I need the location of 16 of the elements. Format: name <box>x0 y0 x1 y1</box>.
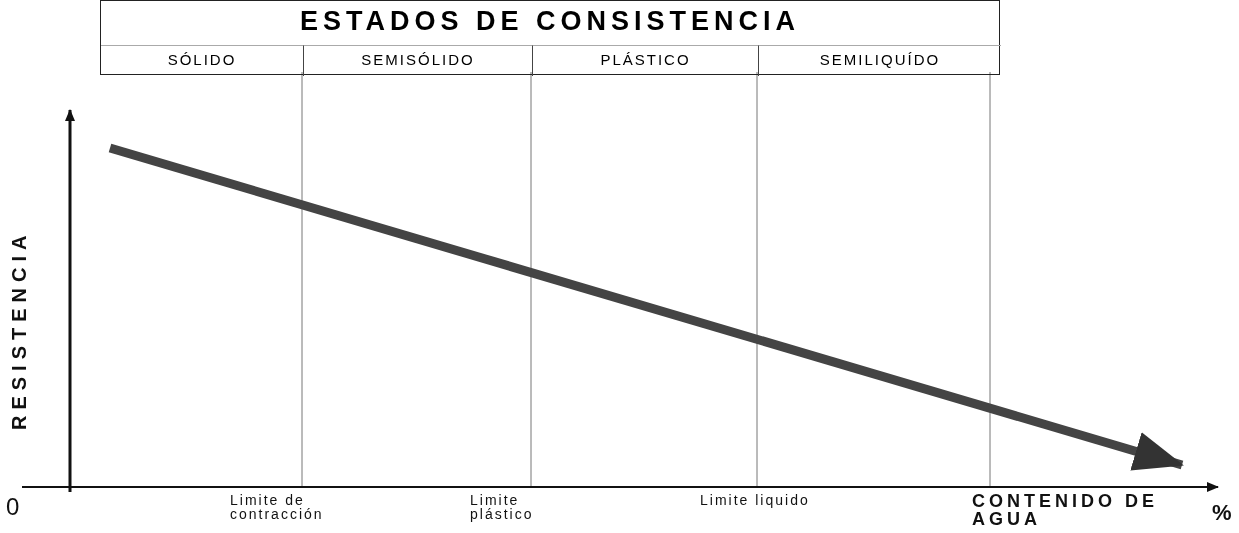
unit-label: % <box>1212 500 1232 526</box>
header-title: ESTADOS DE CONSISTENCIA <box>298 6 801 37</box>
limit-label: Limite liquido <box>700 493 810 507</box>
state-label: SEMILIQUÍDO <box>818 51 942 68</box>
origin-label: 0 <box>6 493 20 521</box>
axis-title: CONTENIDO DE AGUA <box>972 492 1159 528</box>
header-box <box>100 0 1000 75</box>
limit-label: Limite de contracción <box>230 493 325 521</box>
state-cell <box>758 45 1001 76</box>
state-label: SÓLIDO <box>166 51 238 68</box>
axis-title: RESISTENCIA <box>8 229 31 430</box>
state-label: SEMISÓLIDO <box>360 51 476 68</box>
limit-label: Limite plástico <box>470 493 535 521</box>
state-label: PLÁSTICO <box>599 51 692 68</box>
state-cell <box>303 45 532 76</box>
state-cell <box>532 45 758 76</box>
